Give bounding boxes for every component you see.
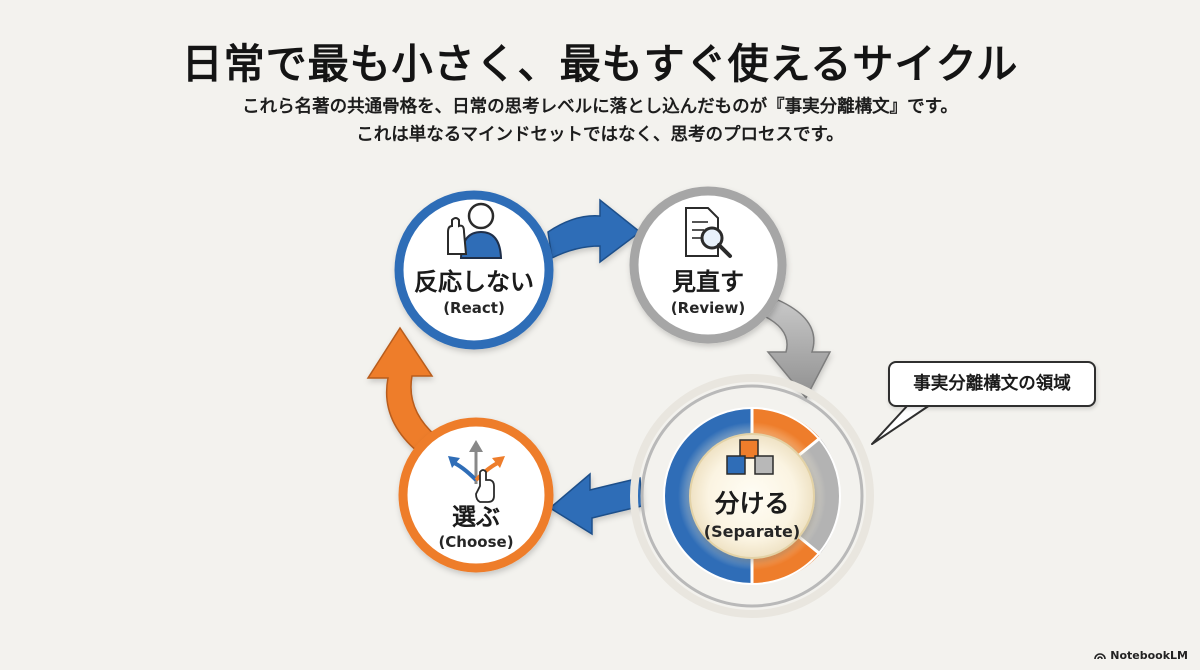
arrow-react-to-review <box>547 198 642 264</box>
brand-label: NotebookLM <box>1110 649 1188 662</box>
node-separate-sub: (Separate) <box>704 522 800 541</box>
callout-separation-region: 事実分離構文の領域 <box>888 361 1096 407</box>
node-review-sub: (Review) <box>671 299 745 317</box>
node-choose-sub: (Choose) <box>438 533 513 551</box>
brand-badge: NotebookLM <box>1094 649 1188 662</box>
arrow-review-to-separate <box>762 299 832 400</box>
branching-arrows-hand-icon <box>448 440 505 503</box>
node-react-label: 反応しない <box>414 268 534 296</box>
node-react-sub: (React) <box>443 299 505 317</box>
node-react <box>394 190 554 350</box>
page-title: 日常で最も小さく、最もすぐ使えるサイクル <box>181 40 1019 88</box>
node-review <box>629 186 787 344</box>
notebooklm-logo-icon <box>1094 652 1107 659</box>
arrow-choose-to-react <box>366 326 438 453</box>
node-choose-label: 選ぶ <box>452 503 500 531</box>
subtitle-line-2: これは単なるマインドセットではなく、思考のプロセスです。 <box>356 125 844 145</box>
node-review-label: 見直す <box>672 268 744 296</box>
subtitle-line-1: これら名著の共通骨格を、日常の思考レベルに落とし込んだものが『事実分離構文』です… <box>242 97 958 117</box>
cubes-icon <box>726 439 774 475</box>
document-magnifier-icon <box>685 207 732 258</box>
raised-hand-person-icon <box>447 202 503 259</box>
callout-pointer <box>871 404 931 445</box>
arrow-separate-to-choose <box>548 472 643 536</box>
node-separate-label: 分ける <box>714 489 789 518</box>
node-separate <box>678 422 826 570</box>
